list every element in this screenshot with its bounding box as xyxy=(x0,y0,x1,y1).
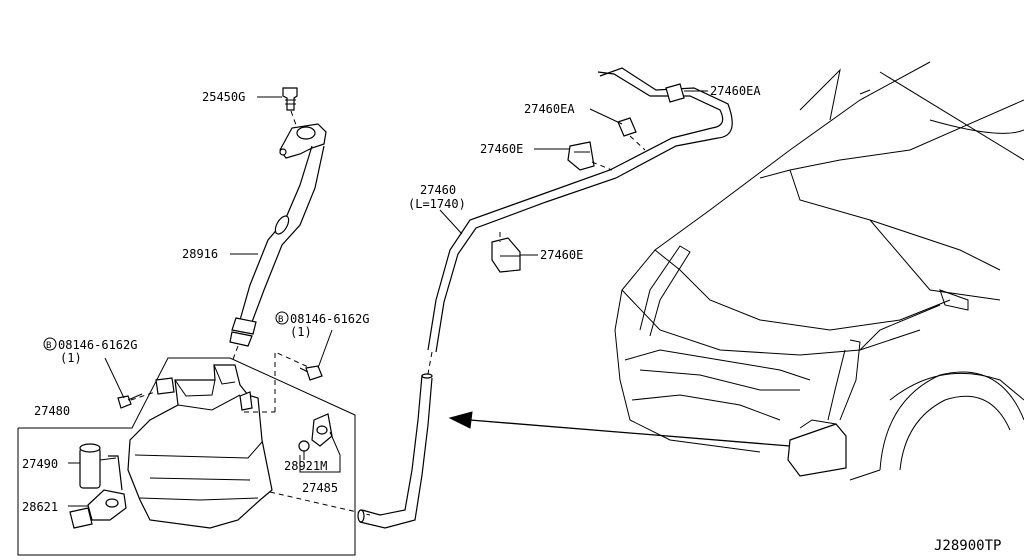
label-25450G: 25450G xyxy=(202,90,245,104)
label-28916: 28916 xyxy=(182,247,218,261)
label-27460-length: (L=1740) xyxy=(408,197,466,211)
label-27460EA-left: 27460EA xyxy=(524,102,575,116)
label-27485: 27485 xyxy=(302,481,338,495)
leader-27460 xyxy=(439,209,463,235)
pump-motor-28621[interactable] xyxy=(69,489,127,529)
level-sensor-28921M[interactable] xyxy=(298,440,310,460)
leader-dash-hose-gap xyxy=(427,351,433,375)
label-28621: 28621 xyxy=(22,500,58,514)
label-27460: 27460 xyxy=(420,183,456,197)
tank-mount-bracket-left xyxy=(155,377,175,395)
washer-tank-27480[interactable] xyxy=(127,364,273,529)
bolt-08146-6162G-left[interactable] xyxy=(117,393,143,409)
label-08146-6162G-left: 08146-6162G xyxy=(58,338,137,352)
leader-dash-tube xyxy=(231,345,239,363)
label-27460E-upper: 27460E xyxy=(480,142,523,156)
leader-dash-clip-ea-left xyxy=(629,135,646,151)
label-qty-right: (1) xyxy=(290,325,312,339)
leader-bolt-left xyxy=(104,357,125,399)
label-08146-6162G-right: 08146-6162G xyxy=(290,312,369,326)
bolt-mark-right: B xyxy=(278,315,283,325)
clip-27460EA-right[interactable] xyxy=(665,83,685,103)
label-27490: 27490 xyxy=(22,457,58,471)
leader-dash-hose-to-tank xyxy=(269,491,371,516)
label-28921M: 28921M xyxy=(284,459,327,473)
tank-mount-bracket-right xyxy=(239,391,253,411)
label-27460E-lower: 27460E xyxy=(540,248,583,262)
clip-27460EA-left[interactable] xyxy=(617,117,637,137)
label-qty-left: (1) xyxy=(60,351,82,365)
vehicle-tank-location xyxy=(787,423,847,477)
leader-27460EA-left xyxy=(589,108,623,125)
leader-dash-cap xyxy=(290,110,297,126)
leader-dash-bolt-a xyxy=(130,391,156,401)
diagram-id: J28900TP xyxy=(934,538,1001,554)
label-27480: 27480 xyxy=(34,404,70,418)
filler-cap-25450G[interactable] xyxy=(282,87,298,111)
washer-hose-27460[interactable] xyxy=(357,67,733,529)
bolt-mark-left: B xyxy=(46,341,51,351)
bolt-08146-6162G-right[interactable] xyxy=(299,365,323,381)
location-arrow xyxy=(448,411,791,447)
label-group-bolt-right: B 08146-6162G (1) xyxy=(275,311,369,339)
clip-27460E-upper[interactable] xyxy=(567,141,595,171)
vehicle-front-illustration xyxy=(614,61,1024,481)
reservoir-enclosure xyxy=(17,357,356,556)
washer-pump-27490[interactable] xyxy=(79,443,123,491)
clip-27460E-lower[interactable] xyxy=(491,237,521,273)
grommet-27485[interactable] xyxy=(311,413,333,447)
label-27460EA-right: 27460EA xyxy=(710,84,761,98)
leader-dash-clip-e-upper xyxy=(591,161,613,171)
leader-dash-bolt-b xyxy=(274,351,316,412)
leader-28921M-27485 xyxy=(299,431,341,473)
label-group-bolt-left: B 08146-6162G (1) xyxy=(43,337,137,365)
filler-tube-28916[interactable] xyxy=(229,123,327,347)
leader-bolt-right xyxy=(317,329,333,369)
